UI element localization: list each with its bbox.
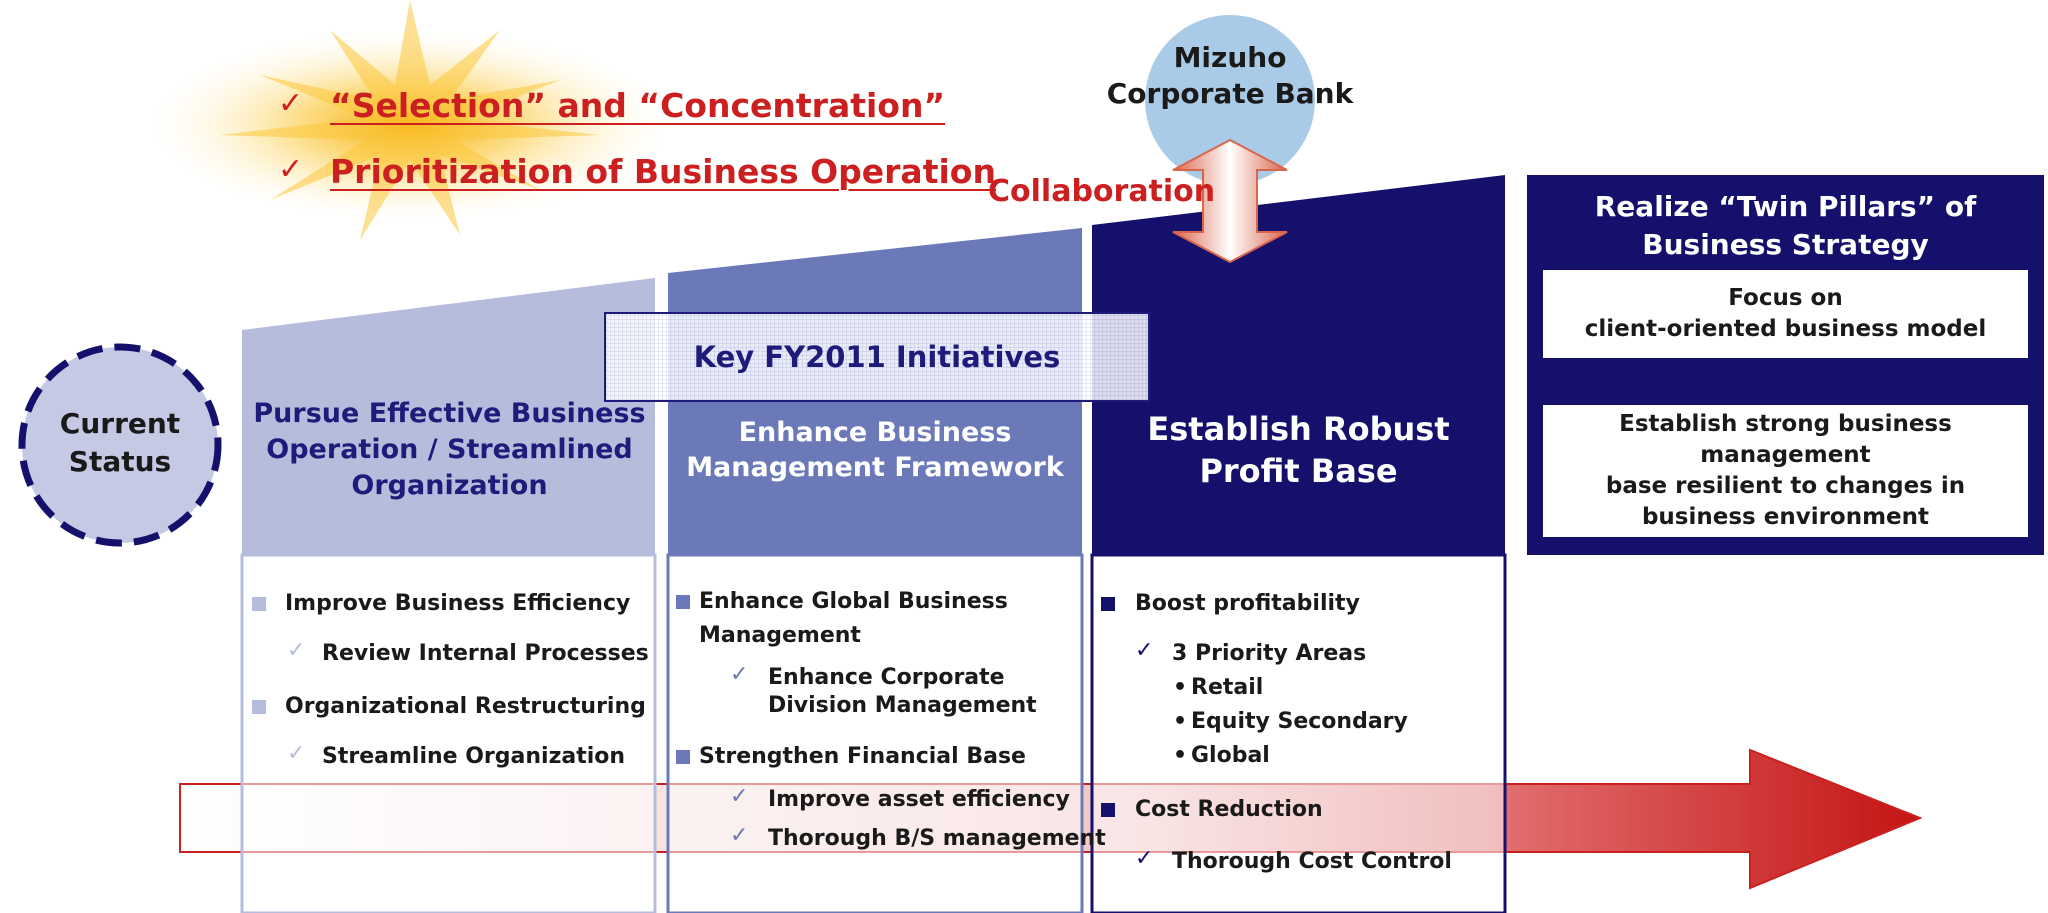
collaboration-label: Collaboration <box>988 174 1216 209</box>
column-2-title-line2: Management Framework <box>686 452 1064 483</box>
col3-item-retail: Retail <box>1191 675 1264 700</box>
col3-item-priority-areas: 3 Priority Areas <box>1172 641 1367 666</box>
square-bullet-icon <box>676 750 690 764</box>
column-3-title-line2: Profit Base <box>1199 452 1398 490</box>
pillars-title-line1: Realize “Twin Pillars” of <box>1594 190 1977 223</box>
column-1-title-line2: Operation / Streamlined <box>266 434 633 465</box>
col2-item-corporate-division-cont: Division Management <box>768 693 1037 718</box>
key-initiatives-banner: Key FY2011 Initiatives <box>604 312 1150 402</box>
column-1-body <box>240 553 657 913</box>
pillar-box-2-line2: base resilient to changes in <box>1605 473 1966 499</box>
bank-circle <box>1145 15 1315 185</box>
col3-item-boost-profitability: Boost profitability <box>1135 591 1360 616</box>
column-1-header-shape <box>242 278 655 555</box>
col1-item-improve-efficiency: Improve Business Efficiency <box>285 591 631 616</box>
current-status-label: Current Status <box>30 405 210 481</box>
pillar-box-1-line1: Focus on <box>1728 285 1843 311</box>
column-1-title-line3: Organization <box>351 470 548 501</box>
check-icon: ✓ <box>1135 638 1154 663</box>
col2-item-financial-base: Strengthen Financial Base <box>699 744 1026 769</box>
col2-item-global-mgmt-cont: Management <box>699 623 861 648</box>
check-icon: ✓ <box>730 662 749 687</box>
column-3-title-line1: Establish Robust <box>1147 410 1450 448</box>
col2-item-corporate-division: Enhance Corporate <box>768 665 1005 690</box>
col3-item-cost-control: Thorough Cost Control <box>1172 849 1452 874</box>
check-icon: ✓ <box>287 741 306 766</box>
col2-item-global-mgmt: Enhance Global Business <box>699 589 1008 614</box>
current-status-line1: Current <box>59 407 181 440</box>
check-icon: ✓ <box>287 638 306 663</box>
col1-item-streamline: Streamline Organization <box>322 744 626 769</box>
column-3-body <box>1090 553 1507 913</box>
column-1-title-line1: Pursue Effective Business <box>253 398 646 429</box>
pillar-box-client-oriented: Focus on client-oriented business model <box>1543 270 2028 358</box>
goal-prioritization: Prioritization of Business Operation <box>330 152 996 191</box>
pillar-box-2-line1: Establish strong business management <box>1619 411 1952 468</box>
pillars-title: Realize “Twin Pillars” of Business Strat… <box>1527 188 2044 264</box>
column-3-title: Establish Robust Profit Base <box>1096 405 1501 495</box>
pillar-box-1-line2: client-oriented business model <box>1584 316 1987 342</box>
check-icon: ✓ <box>730 823 749 848</box>
column-1-title: Pursue Effective Business Operation / St… <box>252 395 647 505</box>
col3-item-equity-secondary: Equity Secondary <box>1191 709 1408 734</box>
square-bullet-icon <box>252 700 266 714</box>
pillar-box-management-base: Establish strong business management bas… <box>1543 405 2028 537</box>
square-bullet-icon <box>1101 597 1115 611</box>
pillar-box-2-line3: business environment <box>1641 504 1930 530</box>
sunburst-glow <box>150 0 670 240</box>
goal-2-check-icon: ✓ <box>278 152 304 187</box>
goal-selection-concentration: “Selection” and “Concentration” <box>330 86 946 125</box>
check-icon: ✓ <box>730 784 749 809</box>
key-initiatives-label: Key FY2011 Initiatives <box>693 340 1061 374</box>
col3-item-cost-reduction: Cost Reduction <box>1135 797 1323 822</box>
bank-label-line2: Corporate Bank <box>1106 77 1354 110</box>
bullet-dot-icon: • <box>1173 709 1188 734</box>
square-bullet-icon <box>1101 803 1115 817</box>
square-bullet-icon <box>252 597 266 611</box>
col1-item-review-processes: Review Internal Processes <box>322 641 649 666</box>
col2-item-asset-efficiency: Improve asset efficiency <box>768 787 1070 812</box>
goal-1-check-icon: ✓ <box>278 86 304 121</box>
check-icon: ✓ <box>1135 846 1154 871</box>
pillars-title-line2: Business Strategy <box>1642 228 1929 261</box>
column-2-title-line1: Enhance Business <box>738 417 1012 448</box>
column-2-body <box>666 553 1084 913</box>
bank-label-line1: Mizuho <box>1173 41 1287 74</box>
bank-label: Mizuho Corporate Bank <box>1100 40 1360 112</box>
bullet-dot-icon: • <box>1173 675 1188 700</box>
col1-item-restructuring: Organizational Restructuring <box>285 694 646 719</box>
current-status-line2: Status <box>68 445 172 478</box>
collaboration-arrow <box>1172 138 1288 264</box>
square-bullet-icon <box>676 595 690 609</box>
column-3-header-shape <box>1092 175 1505 555</box>
bullet-dot-icon: • <box>1173 743 1188 768</box>
col3-item-global: Global <box>1191 743 1270 768</box>
current-status-circle <box>18 343 222 547</box>
col2-item-bs-management: Thorough B/S management <box>768 826 1106 851</box>
column-2-title: Enhance Business Management Framework <box>672 410 1078 490</box>
